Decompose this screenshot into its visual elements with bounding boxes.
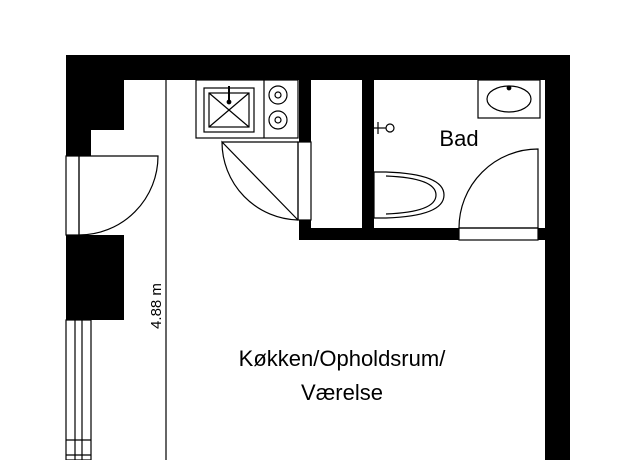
bathroom-label: Bad (439, 126, 478, 151)
left-wall-notch (66, 55, 124, 130)
main-room-label-line1: Køkken/Opholdsrum/ (239, 346, 447, 371)
left-wall-mid (66, 235, 124, 320)
bathroom-south-wall (299, 228, 459, 240)
bathroom-west-wall (362, 80, 374, 240)
hob-burner-bottom-icon (268, 110, 288, 130)
kitchen-door (221, 140, 312, 221)
walls (66, 55, 570, 460)
entry-door (65, 155, 159, 236)
right-wall (545, 55, 570, 460)
top-wall (66, 55, 570, 80)
shower-tap-icon (374, 122, 395, 134)
bathroom-fixtures (373, 79, 541, 219)
bathroom-door (458, 148, 539, 241)
hob-burner-top-icon (268, 85, 288, 105)
main-room-label-line2: Værelse (301, 380, 383, 405)
bathroom-south-wall-right (538, 228, 552, 240)
toilet-icon (373, 171, 445, 219)
counter-outline (195, 79, 299, 139)
dimension-label: 4.88 m (148, 283, 165, 329)
kitchen-counter (195, 79, 299, 139)
left-window (65, 319, 92, 460)
